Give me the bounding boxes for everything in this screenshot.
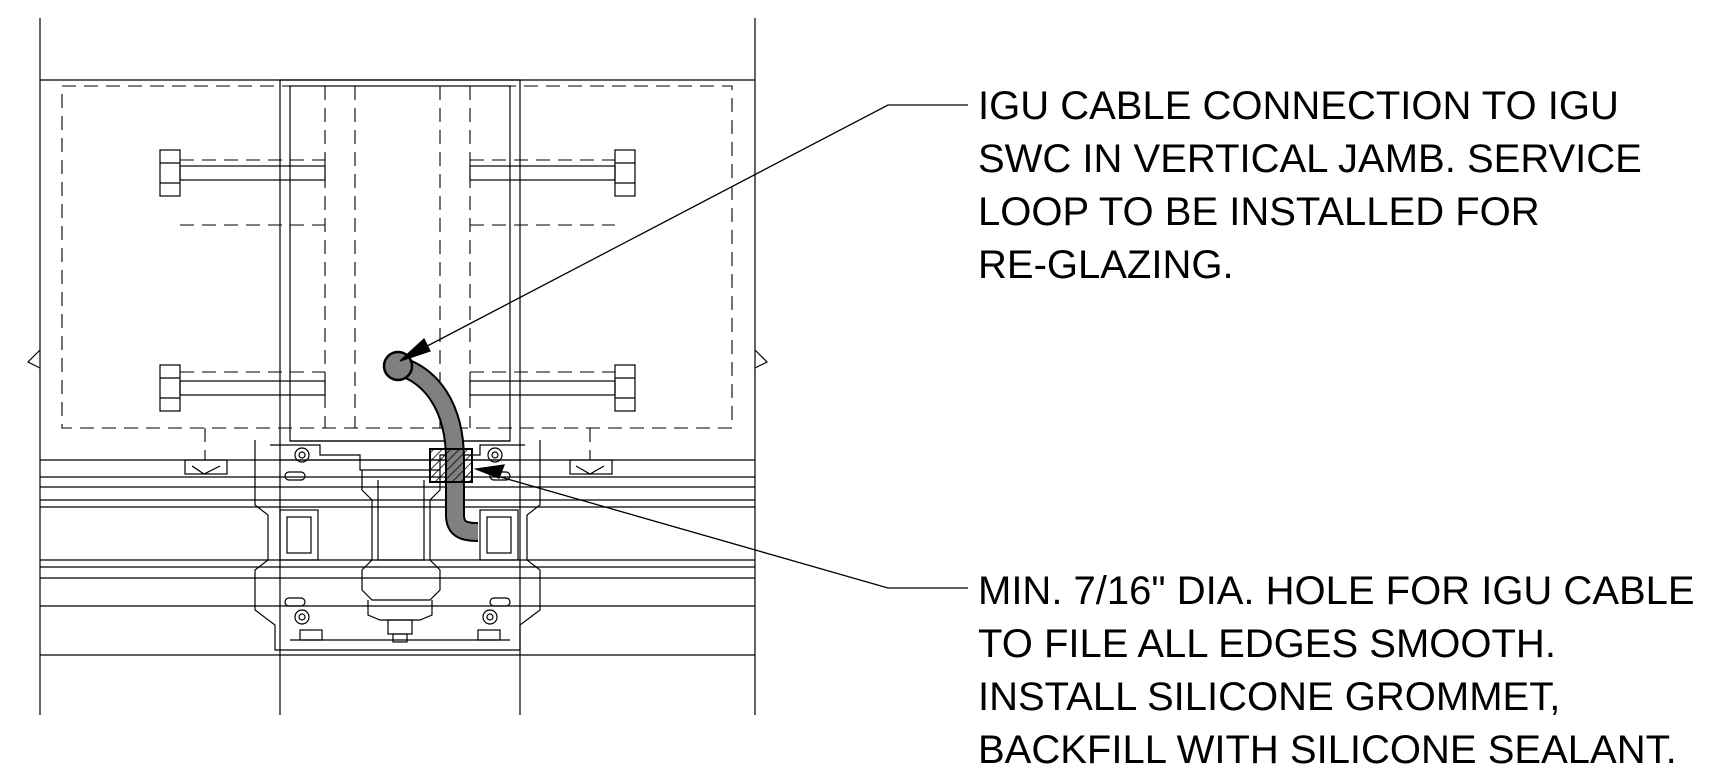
- jamb-section-drawing: [26, 18, 968, 715]
- setting-clips: [184, 459, 613, 475]
- leader-hole: [473, 464, 968, 589]
- bolt-right-lower: [469, 364, 636, 412]
- wall-outline: [26, 18, 769, 715]
- bolt-right-upper: [469, 149, 636, 197]
- note-line: LOOP TO BE INSTALLED FOR: [978, 190, 1540, 234]
- leader-cable-connection: [399, 104, 968, 362]
- note-line: RE-GLAZING.: [978, 243, 1234, 287]
- note-line: BACKFILL WITH SILICONE SEALANT.: [978, 728, 1677, 772]
- bolt-left-upper: [159, 149, 326, 197]
- note-line: MIN. 7/16" DIA. HOLE FOR IGU CABLE: [978, 569, 1695, 613]
- note-line: SWC IN VERTICAL JAMB. SERVICE: [978, 137, 1642, 181]
- bolt-left-lower: [159, 364, 326, 412]
- igu-cable: [382, 350, 479, 542]
- hidden-lines: [61, 85, 733, 460]
- frame-extrusion: [254, 440, 541, 651]
- note-hole: MIN. 7/16" DIA. HOLE FOR IGU CABLE TO FI…: [978, 565, 1695, 777]
- note-cable-connection: IGU CABLE CONNECTION TO IGU SWC IN VERTI…: [978, 80, 1642, 292]
- mullion-box: [279, 79, 521, 715]
- note-line: INSTALL SILICONE GROMMET,: [978, 675, 1561, 719]
- note-line: IGU CABLE CONNECTION TO IGU: [978, 84, 1619, 128]
- note-line: TO FILE ALL EDGES SMOOTH.: [978, 622, 1556, 666]
